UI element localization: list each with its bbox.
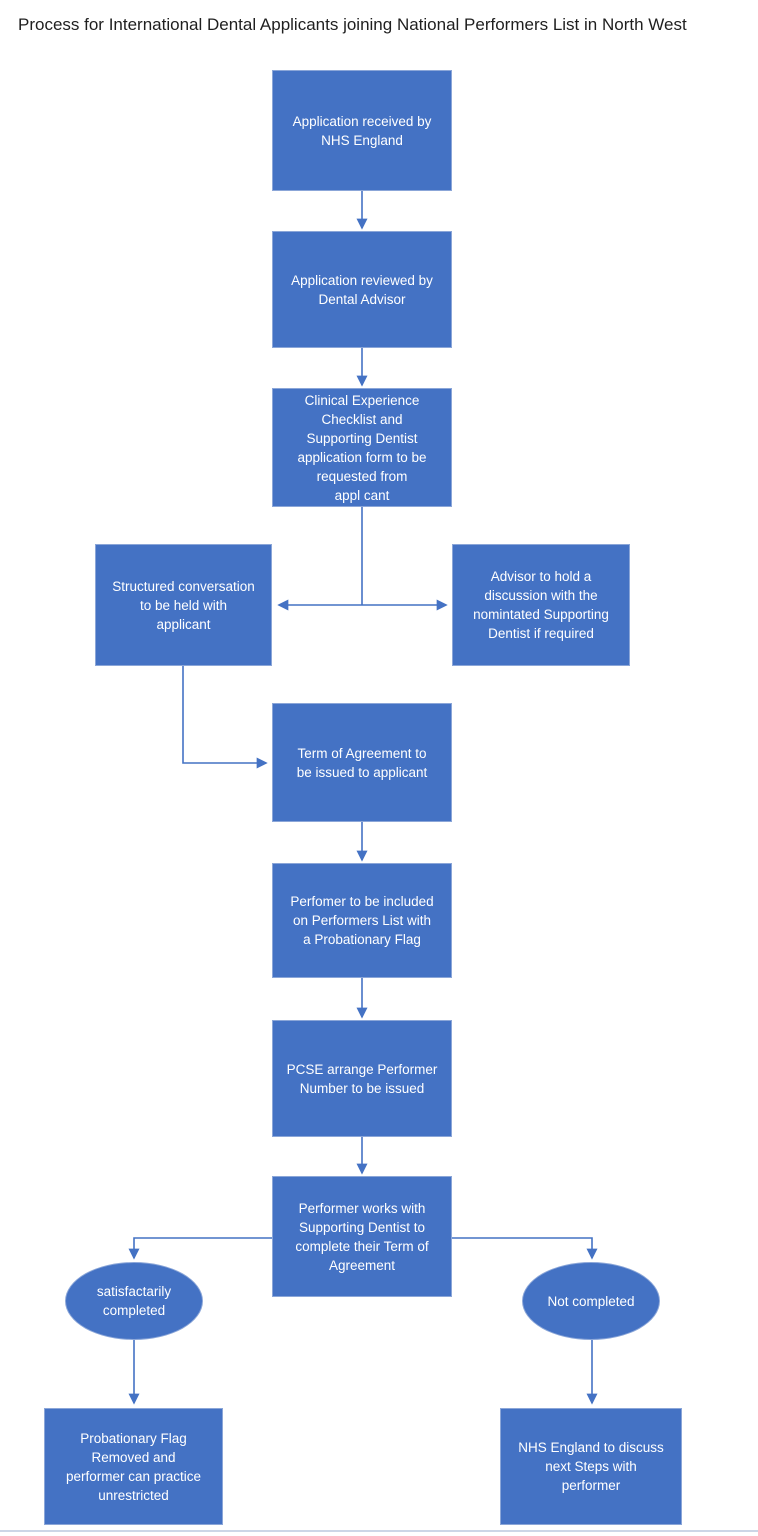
node-application-received: Application received by NHS England: [272, 70, 452, 191]
page-bottom-edge: [0, 1530, 758, 1532]
node-term-of-agreement: Term of Agreement to be issued to applic…: [272, 703, 452, 822]
node-performer-works-supporting-dentist: Performer works with Supporting Dentist …: [272, 1176, 452, 1297]
node-application-reviewed: Application reviewed by Dental Advisor: [272, 231, 452, 348]
edge-works-to-not-completed: [452, 1237, 598, 1260]
node-advisor-discussion: Advisor to hold a discussion with the no…: [452, 544, 630, 666]
node-performer-included: Perfomer to be included on Performers Li…: [272, 863, 452, 978]
node-pcse-performer-number: PCSE arrange Performer Number to be issu…: [272, 1020, 452, 1137]
node-not-completed: Not completed: [522, 1262, 660, 1340]
edge-structured-to-term: [182, 666, 268, 769]
edge-works-to-satisfactorily: [128, 1237, 272, 1260]
node-structured-conversation: Structured conversation to be held with …: [95, 544, 272, 666]
node-checklist-requested: Clinical Experience Checklist and Suppor…: [272, 388, 452, 507]
diagram-title: Process for International Dental Applica…: [18, 15, 687, 34]
node-nhs-england-next-steps: NHS England to discuss next Steps with p…: [500, 1408, 682, 1525]
node-probationary-flag-removed: Probationary Flag Removed and performer …: [44, 1408, 223, 1525]
node-satisfactorily-completed: satisfactarily completed: [65, 1262, 203, 1340]
